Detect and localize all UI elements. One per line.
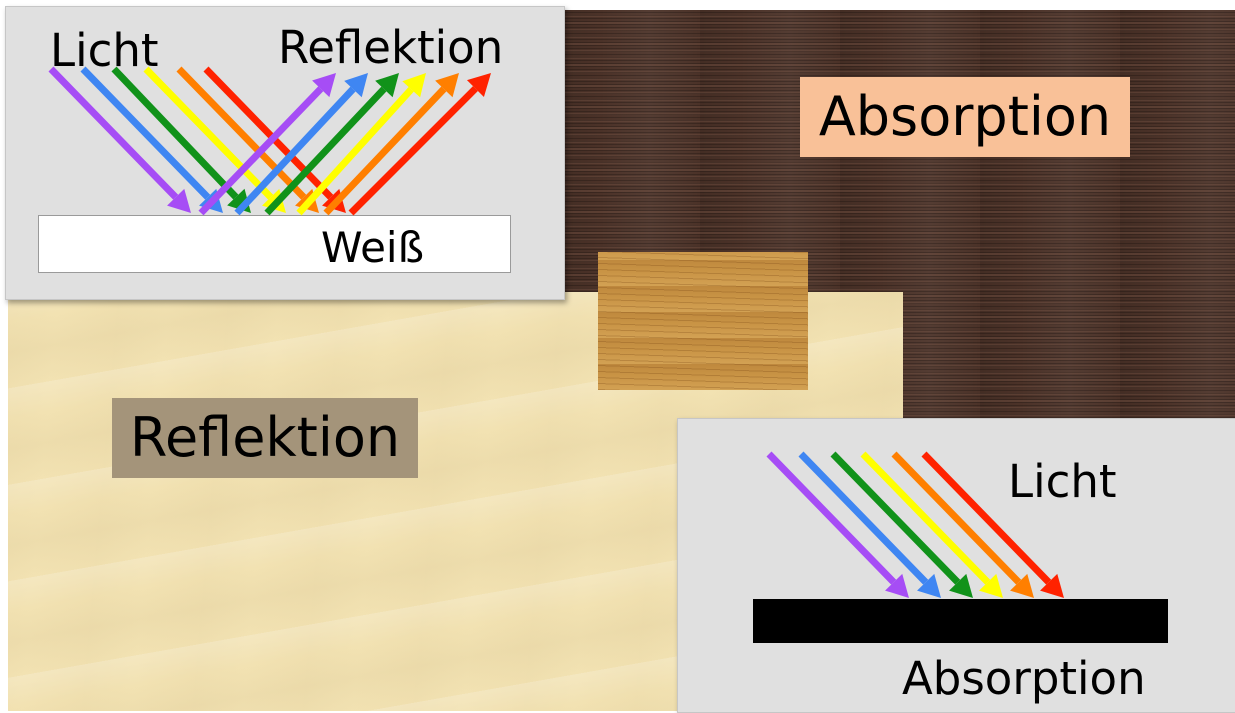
- yellow-absorbed-ray: [860, 451, 1003, 598]
- oak-wood-surface: [598, 252, 808, 390]
- red-absorbed-ray: [921, 451, 1064, 598]
- violet-absorbed-ray: [766, 451, 909, 598]
- white-surface-label: Weiß: [321, 223, 425, 272]
- green-absorbed-ray: [830, 451, 973, 598]
- black-surface-label: Absorption: [902, 652, 1146, 705]
- red-reflected-ray: [348, 73, 491, 216]
- white-surface: [38, 215, 511, 273]
- violet-reflected-ray: [198, 73, 336, 216]
- light-label: Licht: [50, 24, 159, 77]
- black-absorption-panel: Licht Absorption: [677, 418, 1235, 713]
- white-panel-rays: [48, 66, 491, 216]
- orange-absorbed-ray: [891, 451, 1034, 598]
- black-panel-rays: [766, 451, 1064, 598]
- yellow-reflected-ray: [296, 73, 426, 216]
- blue-reflected-ray: [234, 73, 368, 216]
- green-reflected-ray: [264, 73, 399, 216]
- reflektion-label: Reflektion: [112, 398, 418, 478]
- absorption-label: Absorption: [800, 77, 1130, 157]
- violet-incoming-ray: [48, 66, 191, 213]
- blue-absorbed-ray: [798, 451, 941, 598]
- reflected-light-label: Reflektion: [278, 21, 504, 74]
- black-surface: [753, 599, 1168, 643]
- white-reflection-panel: Licht Reflektion Weiß: [5, 6, 565, 300]
- light-label: Licht: [1008, 455, 1117, 508]
- orange-reflected-ray: [323, 73, 459, 216]
